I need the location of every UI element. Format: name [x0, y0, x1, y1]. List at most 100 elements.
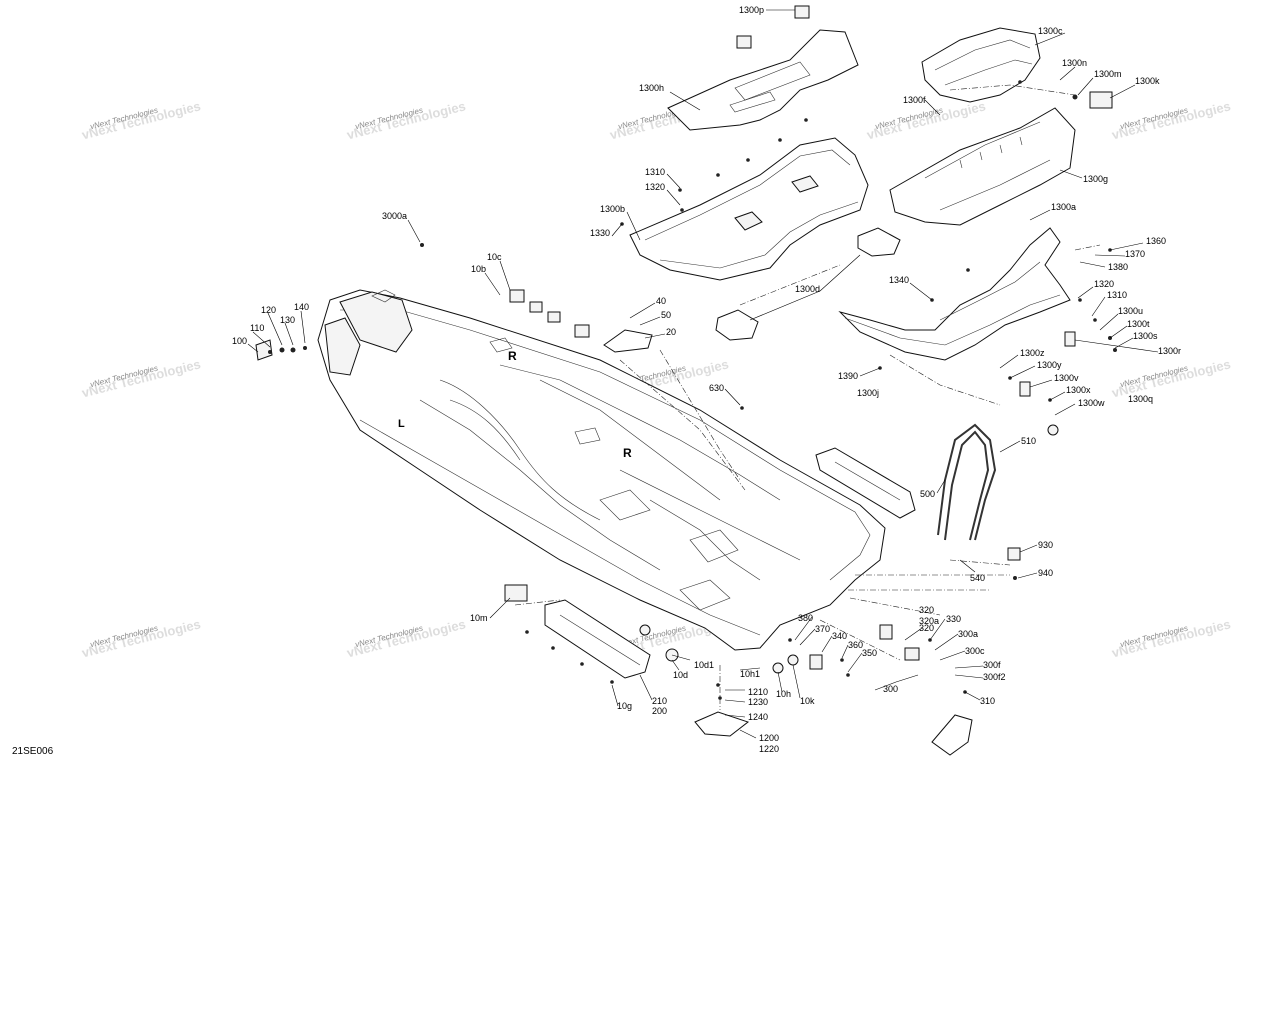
screw-940: [1013, 576, 1017, 580]
callout-1330: 1330: [590, 228, 610, 238]
callout-1300n: 1300n: [1062, 58, 1087, 68]
callout-300: 300: [883, 684, 898, 694]
callout-10c: 10c: [487, 252, 502, 262]
callout-1210: 1210: [748, 687, 768, 697]
screw: [804, 118, 808, 122]
callout-1340: 1340: [889, 275, 909, 285]
callout-320a: 320a: [919, 616, 939, 626]
hull-letter-r-lower: R: [623, 446, 632, 460]
screw-1320: [680, 208, 684, 212]
callout-1310-lower: 1310: [1107, 290, 1127, 300]
vent-hose-part: [937, 423, 997, 541]
callout-1300q: 1300q: [1128, 394, 1153, 404]
callout-1300c: 1300c: [1038, 26, 1063, 36]
component-10k: [787, 654, 799, 666]
seat-base-part: [629, 137, 869, 281]
callout-10d: 10d: [673, 670, 688, 680]
screw: [551, 646, 555, 650]
small-components: [255, 5, 1117, 700]
callout-1390: 1390: [838, 371, 858, 381]
callout-1300f: 1300f: [903, 95, 926, 105]
callout-50: 50: [661, 310, 671, 320]
watermark: vNext Technologies vNext Technologies: [345, 616, 467, 660]
callout-1300b: 1300b: [600, 204, 625, 214]
screw: [778, 138, 782, 142]
callout-10g: 10g: [617, 701, 632, 711]
seat-latch-part: [715, 227, 901, 341]
screw-360: [840, 658, 844, 662]
component-1300p-b: [794, 5, 810, 19]
screw-1320b: [1078, 298, 1082, 302]
side-grille-part: [815, 447, 916, 519]
hull-part: R R L: [317, 289, 886, 651]
callout-1300u: 1300u: [1118, 306, 1143, 316]
callout-1370: 1370: [1125, 249, 1145, 259]
callout-1300z: 1300z: [1020, 348, 1045, 358]
watermark: vNext Technologies vNext Technologies: [345, 98, 467, 142]
screw: [716, 173, 720, 177]
callout-940: 940: [1038, 568, 1053, 578]
component-1300k: [1089, 91, 1113, 109]
callout-380: 380: [798, 613, 813, 623]
component-10b: [529, 301, 543, 313]
front-grille-part: [544, 599, 651, 679]
component-10: [547, 311, 561, 323]
callout-1300r: 1300r: [1158, 346, 1181, 356]
callout-1300s: 1300s: [1133, 331, 1158, 341]
callout-1380: 1380: [1108, 262, 1128, 272]
rear-deck-part: [838, 227, 1071, 361]
callout-10b: 10b: [471, 264, 486, 274]
screw-1300n: [1018, 80, 1022, 84]
callout-1300k: 1300k: [1135, 76, 1160, 86]
callout-1230: 1230: [748, 697, 768, 707]
callout-540: 540: [970, 573, 985, 583]
screw-3000a: [420, 243, 424, 247]
screw: [580, 662, 584, 666]
callout-1300v: 1300v: [1054, 373, 1079, 383]
screw-380: [788, 638, 792, 642]
component-10h: [772, 662, 784, 674]
callout-3000a: 3000a: [382, 211, 407, 221]
washer-110: [268, 350, 272, 354]
deck-panel-part: [921, 27, 1041, 103]
screw: [746, 158, 750, 162]
hull-letter-r-upper: R: [508, 349, 517, 363]
component-320: [879, 624, 893, 640]
screw-1310b: [1093, 318, 1097, 322]
component-340: [809, 654, 823, 670]
callout-1320-lower: 1320: [1094, 279, 1114, 289]
component-300a: [904, 647, 920, 661]
callout-1300p: 1300p: [739, 5, 764, 15]
washer-140: [303, 346, 307, 350]
callout-340: 340: [832, 631, 847, 641]
watermark: vNext Technologies vNext Technologies: [1110, 98, 1232, 142]
washer-130: [290, 347, 296, 353]
intake-grate-part: [694, 711, 973, 756]
watermark: vNext Technologies vNext Technologies: [80, 356, 202, 400]
callout-510: 510: [1021, 436, 1036, 446]
watermark: vNext Technologies vNext Technologies: [865, 98, 987, 142]
callout-1220: 1220: [759, 744, 779, 754]
callout-310: 310: [980, 696, 995, 706]
diagram-code: 21SE006: [12, 746, 54, 757]
watermark: vNext Technologies vNext Technologies: [80, 616, 202, 660]
washer-1300m: [1072, 94, 1078, 100]
screw: [966, 268, 970, 272]
washer-120: [279, 347, 285, 353]
callout-1300d: 1300d: [795, 284, 820, 294]
callout-labels: 1300p 1300c 1300n 1300m 1300k 1300h 1300…: [232, 5, 1181, 754]
washer-1300s: [1113, 348, 1117, 352]
component-10d1: [639, 624, 651, 636]
callout-1300h: 1300h: [639, 83, 664, 93]
callout-120: 120: [261, 305, 276, 315]
callout-1300t: 1300t: [1127, 319, 1150, 329]
callout-1300g: 1300g: [1083, 174, 1108, 184]
storage-bin-part: [889, 107, 1076, 226]
callout-1200: 1200: [759, 733, 779, 743]
callout-10h: 10h: [776, 689, 791, 699]
callout-1300x: 1300x: [1066, 385, 1091, 395]
screw: [525, 630, 529, 634]
component-1300w: [1047, 424, 1059, 436]
watermark: vNext Technologies vNext Technologies: [1110, 616, 1232, 660]
